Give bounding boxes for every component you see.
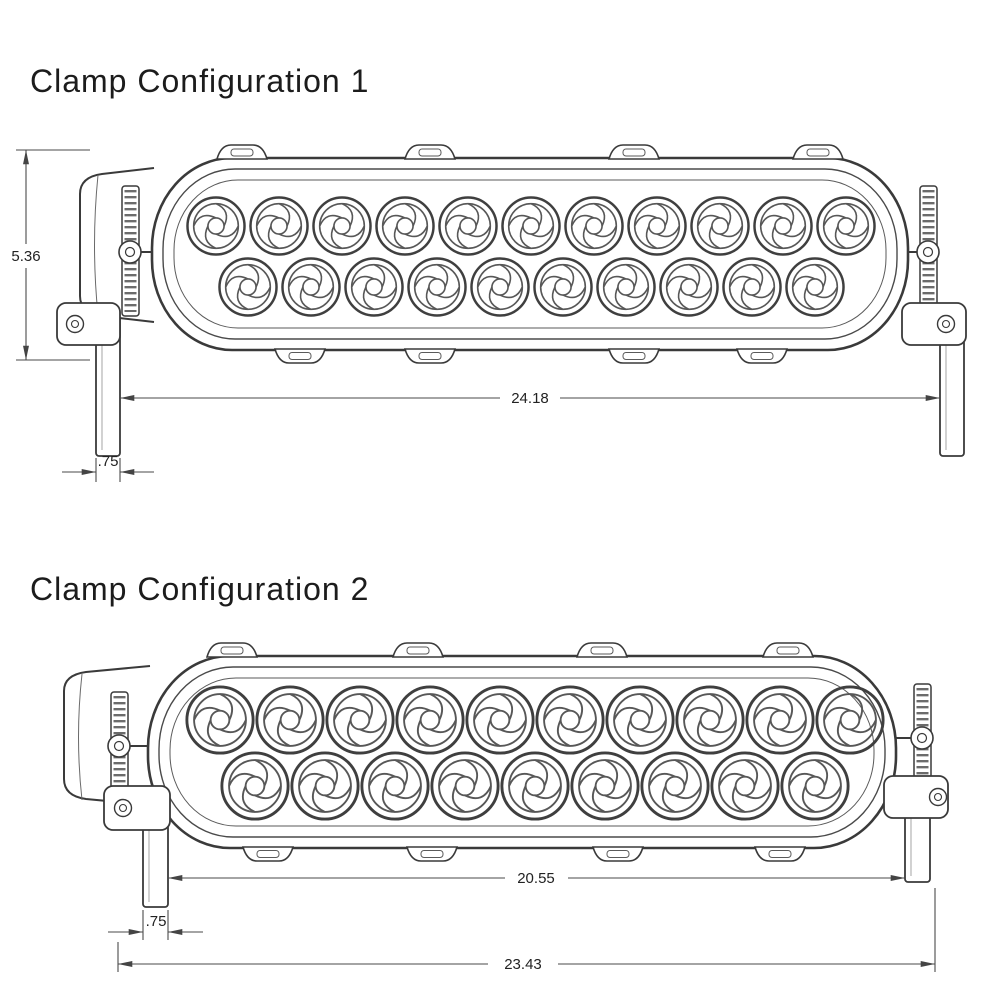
mounting-tabs-top-2 <box>205 642 815 658</box>
right-clamp-1 <box>908 185 940 317</box>
dimension-foot-2-value: .75 <box>146 913 167 930</box>
lightbar-housing-2 <box>146 642 898 862</box>
dimension-width-1: 24.18 <box>120 390 940 407</box>
dimension-foot-1: .75 <box>62 453 154 482</box>
config2-title: Clamp Configuration 2 <box>30 571 369 607</box>
clamp-legs-2 <box>103 775 949 908</box>
dimension-foot-1-value: .75 <box>98 453 119 470</box>
dimension-width-1-value: 24.18 <box>511 390 549 407</box>
left-clamp-1 <box>118 185 154 317</box>
dimension-overall-width-2-value: 23.43 <box>504 956 542 973</box>
dimension-inner-width-2: 20.55 <box>168 870 905 887</box>
lightbar-tube-end-1 <box>79 167 155 323</box>
right-clamp-2 <box>896 683 934 795</box>
config2-section: Clamp Configuration 2 <box>30 571 949 973</box>
dimension-overall-width-2: 23.43 <box>117 888 936 973</box>
mounting-tabs-bottom-1 <box>273 348 789 364</box>
clamp-legs-1 <box>56 302 967 457</box>
lightbar-tube-end-2 <box>63 665 151 806</box>
mounting-tabs-bottom-2 <box>241 846 807 862</box>
dimension-height-1-value: 5.36 <box>11 248 40 265</box>
config1-title: Clamp Configuration 1 <box>30 63 369 99</box>
dimension-height-1: 5.36 <box>11 149 90 361</box>
mounting-tabs-top-1 <box>215 144 845 160</box>
dimension-foot-2: .75 <box>108 910 203 940</box>
dimension-inner-width-2-value: 20.55 <box>517 870 555 887</box>
config1-section: Clamp Configuration 1 <box>11 63 967 482</box>
left-clamp-2 <box>107 691 150 803</box>
